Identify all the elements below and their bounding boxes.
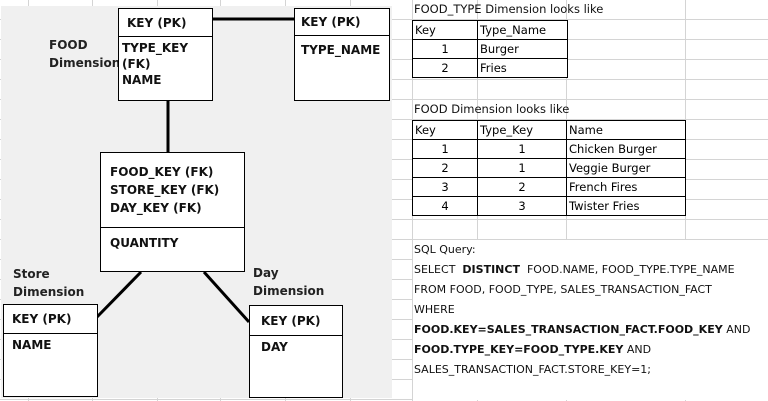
field: FOOD_KEY (FK) bbox=[110, 165, 214, 179]
measure: QUANTITY bbox=[110, 236, 179, 250]
cell[interactable]: 2 bbox=[412, 58, 478, 78]
food-table-title: FOOD Dimension looks like bbox=[414, 102, 570, 116]
sql-label: SQL Query: bbox=[414, 243, 476, 256]
sql-keyword: SELECT bbox=[414, 263, 456, 276]
cell[interactable]: 3 bbox=[477, 196, 567, 216]
cell[interactable]: Fries bbox=[477, 58, 568, 78]
field: STORE_KEY (FK) bbox=[110, 183, 220, 197]
label-line: FOOD bbox=[49, 38, 88, 52]
store-fact-link bbox=[95, 270, 143, 319]
store-entity[interactable]: KEY (PK) NAME bbox=[3, 304, 98, 397]
header-cell[interactable]: Type_Name bbox=[477, 20, 568, 40]
primary-key: KEY (PK) bbox=[250, 306, 342, 336]
day-dimension-label: Day Dimension bbox=[253, 264, 324, 300]
header-cell[interactable]: Name bbox=[566, 120, 686, 140]
day-fact-link bbox=[202, 270, 251, 324]
sql-line-cond2: FOOD.TYPE_KEY=FOOD_TYPE.KEY AND bbox=[414, 340, 651, 360]
food-type-entity[interactable]: KEY (PK) TYPE_NAME bbox=[294, 8, 390, 101]
table-header-row: Key Type_Name bbox=[412, 20, 568, 40]
label-line: Dimension bbox=[13, 285, 85, 299]
field: DAY bbox=[261, 340, 288, 354]
table-row: 2 1 Veggie Burger bbox=[412, 158, 686, 178]
relationship-lines bbox=[95, 17, 294, 324]
sql-keyword: AND bbox=[726, 323, 751, 336]
header-cell[interactable]: Type_Key bbox=[477, 120, 567, 140]
cell[interactable]: 2 bbox=[412, 158, 478, 178]
table-row: 1 Burger bbox=[412, 39, 568, 59]
table-header-row: Key Type_Key Name bbox=[412, 120, 686, 140]
sql-line-cond1: FOOD.KEY=SALES_TRANSACTION_FACT.FOOD_KEY… bbox=[414, 320, 750, 340]
food-type-table-title: FOOD_TYPE Dimension looks like bbox=[414, 2, 604, 16]
primary-key: KEY (PK) bbox=[4, 305, 97, 334]
sql-keyword-bold: DISTINCT bbox=[462, 263, 520, 276]
sql-condition: FOOD.TYPE_KEY=FOOD_TYPE.KEY bbox=[414, 343, 624, 356]
food-table: Key Type_Key Name 1 1 Chicken Burger 2 1… bbox=[412, 120, 686, 216]
label-line: Dimension bbox=[49, 56, 121, 70]
header-cell[interactable]: Key bbox=[412, 20, 478, 40]
food-dimension-label: FOOD Dimension bbox=[49, 36, 120, 72]
sql-keyword: AND bbox=[626, 343, 652, 356]
cell[interactable]: 2 bbox=[477, 177, 567, 197]
sql-line-from: FROM FOOD, FOOD_TYPE, SALES_TRANSACTION_… bbox=[414, 283, 712, 296]
cell[interactable]: 1 bbox=[412, 39, 478, 59]
cell[interactable]: Burger bbox=[477, 39, 568, 59]
sql-line-cond3: SALES_TRANSACTION_FACT.STORE_KEY=1; bbox=[414, 363, 651, 376]
day-entity[interactable]: KEY (PK) DAY bbox=[249, 305, 343, 398]
label-line: Day bbox=[253, 266, 279, 280]
label-line: Dimension bbox=[253, 284, 325, 298]
food-type-table: Key Type_Name 1 Burger 2 Fries bbox=[412, 20, 568, 78]
primary-key: KEY (PK) bbox=[119, 9, 212, 37]
primary-key: KEY (PK) bbox=[295, 9, 389, 36]
cell[interactable]: 1 bbox=[477, 139, 567, 159]
table-row: 3 2 French Fires bbox=[412, 177, 686, 197]
table-row: 4 3 Twister Fries bbox=[412, 196, 686, 216]
cell[interactable]: French Fires bbox=[566, 177, 686, 197]
field: TYPE_KEY (FK) bbox=[122, 41, 189, 71]
cell[interactable]: 1 bbox=[477, 158, 567, 178]
field: NAME bbox=[122, 73, 162, 87]
sql-area bbox=[412, 240, 768, 400]
sql-condition: FOOD.KEY=SALES_TRANSACTION_FACT.FOOD_KEY bbox=[414, 323, 723, 336]
field: DAY_KEY (FK) bbox=[110, 201, 202, 215]
sql-text: FOOD.NAME, FOOD_TYPE.TYPE_NAME bbox=[526, 263, 735, 276]
store-dimension-label: Store Dimension bbox=[13, 265, 84, 301]
field: TYPE_NAME bbox=[301, 43, 381, 57]
cell[interactable]: 1 bbox=[412, 139, 478, 159]
sales-transaction-fact-entity[interactable]: FOOD_KEY (FK) STORE_KEY (FK) DAY_KEY (FK… bbox=[100, 152, 245, 272]
table-row: 2 Fries bbox=[412, 58, 568, 78]
food-entity[interactable]: KEY (PK) TYPE_KEY (FK) NAME bbox=[118, 8, 213, 101]
cell[interactable]: 4 bbox=[412, 196, 478, 216]
cell[interactable]: Veggie Burger bbox=[566, 158, 686, 178]
field: NAME bbox=[12, 338, 52, 352]
table-row: 1 1 Chicken Burger bbox=[412, 139, 686, 159]
sql-line-select: SELECT DISTINCT FOOD.NAME, FOOD_TYPE.TYP… bbox=[414, 260, 735, 280]
sql-line-where: WHERE bbox=[414, 303, 455, 316]
cell[interactable]: Twister Fries bbox=[566, 196, 686, 216]
label-line: Store bbox=[13, 267, 50, 281]
cell[interactable]: 3 bbox=[412, 177, 478, 197]
cell[interactable]: Chicken Burger bbox=[566, 139, 686, 159]
header-cell[interactable]: Key bbox=[412, 120, 478, 140]
